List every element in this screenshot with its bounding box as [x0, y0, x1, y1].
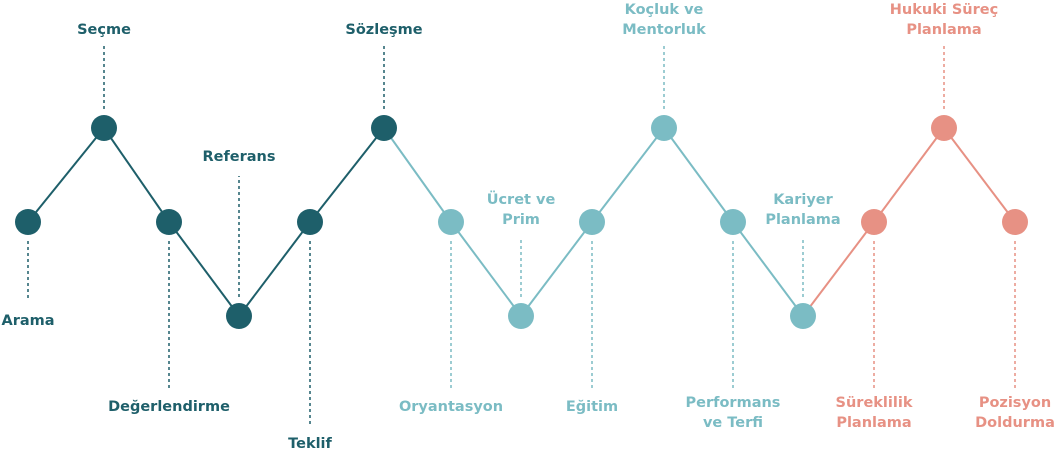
label-performans-ve-terfi: Performans ve Terfi	[686, 393, 781, 433]
node-egitim	[579, 209, 605, 235]
label-line: Planlama	[765, 212, 841, 228]
label-line: Mentorluk	[622, 22, 706, 38]
label-line: Arama	[1, 313, 55, 329]
node-pozisyon-doldurma	[1002, 209, 1028, 235]
label-sozlesme: Sözleşme	[345, 20, 422, 40]
node-ucret-ve-prim	[508, 303, 534, 329]
label-kocluk-ve-mentorluk: Koçluk ve Mentorluk	[622, 0, 706, 40]
label-line: Oryantasyon	[398, 399, 504, 415]
label-line: Doldurma	[975, 415, 1055, 431]
label-line: Prim	[502, 212, 540, 228]
label-line: Referans	[202, 149, 276, 165]
label-line: Kariyer	[773, 192, 833, 208]
connector-oryantasyon-to-ucret-ve-prim	[450, 221, 522, 317]
node-referans	[226, 303, 252, 329]
node-arama	[15, 209, 41, 235]
label-line: Planlama	[836, 415, 912, 431]
label-line: Sözleşme	[345, 22, 423, 38]
connector-secme-to-degerlendirme	[103, 127, 170, 223]
connector-sozlesme-to-oryantasyon	[383, 127, 452, 223]
node-performans-ve-terfi	[720, 209, 746, 235]
label-degerlendirme: Değerlendirme	[108, 397, 230, 417]
label-line: Teklif	[288, 436, 332, 452]
label-arama: Arama	[1, 311, 54, 331]
connector-referans-to-teklif	[238, 221, 311, 317]
connector-kariyer-planlama-to-sureklilik-planlama	[802, 221, 875, 317]
label-secme: Seçme	[77, 20, 131, 40]
label-teklif: Teklif	[288, 434, 332, 454]
label-line: Planlama	[906, 22, 982, 38]
label-line: Eğitim	[565, 399, 619, 415]
node-hukuki-surec-planlama	[931, 115, 957, 141]
node-degerlendirme	[156, 209, 182, 235]
label-line: Hukuki Süreç	[889, 2, 999, 18]
label-line: Süreklilik	[835, 395, 913, 411]
connector-arama-to-secme	[27, 127, 105, 223]
label-line: Seçme	[77, 22, 131, 38]
label-line: Pozisyon	[978, 395, 1052, 411]
label-line: Koçluk ve	[624, 2, 704, 18]
label-line: Ücret ve	[486, 192, 556, 208]
label-oryantasyon: Oryantasyon	[399, 397, 503, 417]
node-secme	[91, 115, 117, 141]
label-line: ve Terfi	[702, 415, 764, 431]
node-oryantasyon	[438, 209, 464, 235]
connector-kocluk-ve-mentorluk-to-performans-ve-terfi	[663, 127, 734, 223]
node-kariyer-planlama	[790, 303, 816, 329]
connector-degerlendirme-to-referans	[168, 221, 240, 317]
node-kocluk-ve-mentorluk	[651, 115, 677, 141]
connector-teklif-to-sozlesme	[309, 127, 385, 223]
connector-sureklilik-planlama-to-hukuki-surec-planlama	[873, 127, 945, 223]
node-teklif	[297, 209, 323, 235]
label-referans: Referans	[202, 147, 275, 167]
label-line: Değerlendirme	[108, 399, 230, 415]
connector-ucret-ve-prim-to-egitim	[520, 221, 593, 317]
node-sureklilik-planlama	[861, 209, 887, 235]
label-line: Performans	[685, 395, 781, 411]
label-egitim: Eğitim	[566, 397, 618, 417]
connector-hukuki-surec-planlama-to-pozisyon-doldurma	[943, 127, 1016, 223]
connector-egitim-to-kocluk-ve-mentorluk	[591, 127, 665, 223]
label-ucret-ve-prim: Ücret ve Prim	[487, 190, 556, 230]
connector-performans-ve-terfi-to-kariyer-planlama	[732, 221, 804, 317]
node-sozlesme	[371, 115, 397, 141]
